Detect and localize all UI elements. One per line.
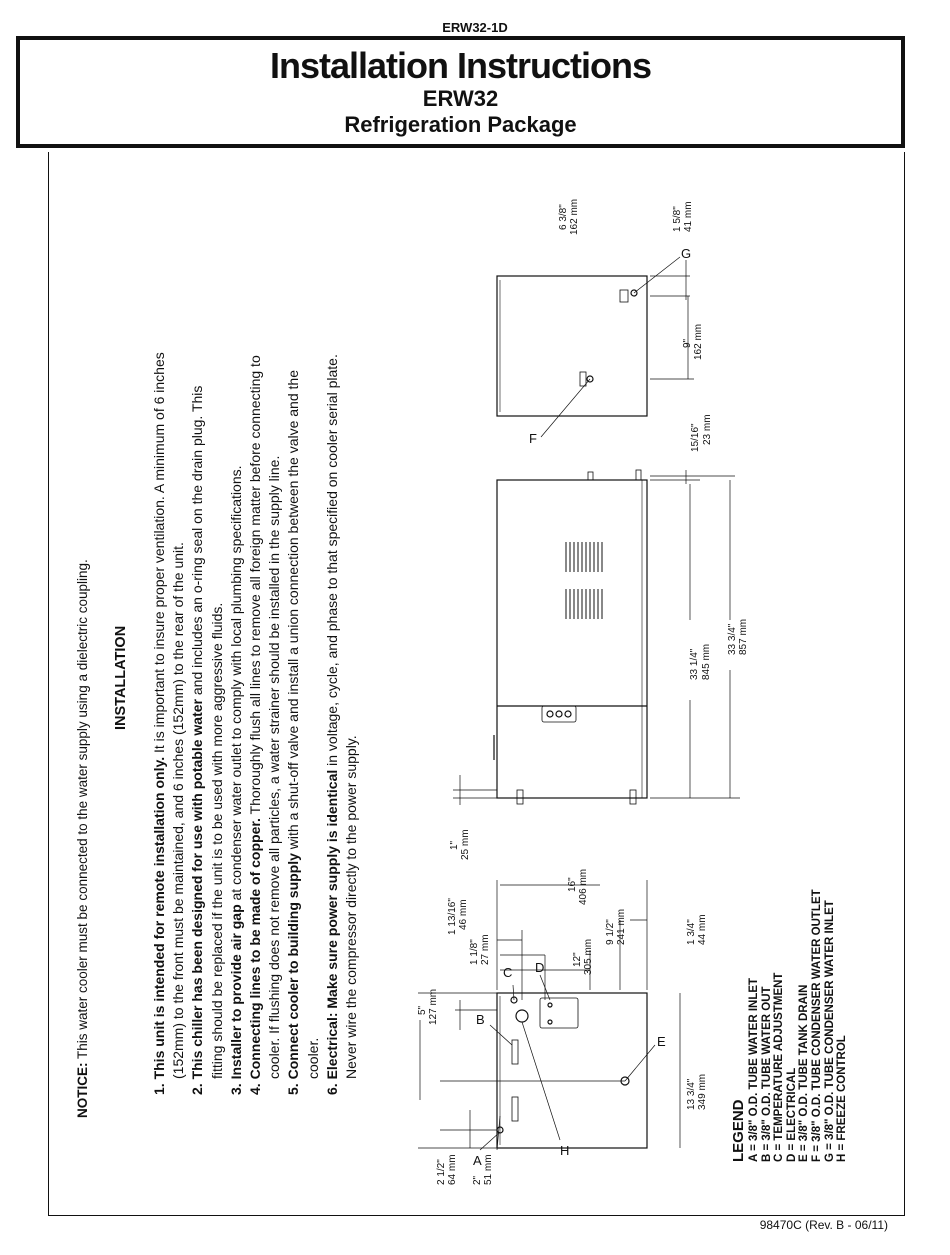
dim-5-mm: 127 mm (428, 989, 439, 1025)
callout-e: E (657, 1034, 666, 1049)
dim-33-3-4-mm: 857 mm (738, 619, 749, 655)
dim-1-13-16-mm: 46 mm (458, 899, 469, 930)
dim-2-1-2: 2 1/2" (436, 1159, 447, 1185)
page-title: Installation Instructions (269, 45, 652, 86)
dim-9-1-2-mm: 241 mm (616, 909, 627, 945)
dim-1-mm: 25 mm (460, 829, 471, 860)
dimension-lines (418, 260, 740, 1151)
page-subtitle: Refrigeration Package (344, 112, 577, 137)
callout-c: C (503, 965, 512, 980)
callout-b: B (476, 1012, 485, 1027)
dim-1-5-8: 1 5/8" (672, 206, 683, 232)
model-name: ERW32 (422, 86, 499, 111)
dim-1-5-8-mm: 41 mm (683, 201, 694, 232)
dim-33-1-4: 33 1/4" (689, 648, 700, 680)
dim-1-1-8: 1 1/8" (469, 939, 480, 965)
title-block: Installation Instructions ERW32 Refriger… (16, 36, 905, 148)
content-frame (48, 152, 905, 1216)
dim-2-1-2-mm: 64 mm (447, 1154, 458, 1185)
part-number: 98470C (Rev. B - 06/11) (759, 1218, 888, 1232)
front-view (496, 992, 648, 1149)
dim-9: 9" (682, 338, 693, 348)
dim-2-mm: 51 mm (483, 1154, 494, 1185)
dim-1: 1" (449, 840, 460, 850)
document-code: ERW32-1D (442, 20, 508, 35)
dim-5: 5" (417, 1005, 428, 1015)
dim-12: 12" (572, 952, 583, 967)
dim-1-1-8-mm: 27 mm (480, 934, 491, 965)
dim-13-3-4-mm: 349 mm (697, 1074, 708, 1110)
dim-6-3-8-mm: 162 mm (569, 199, 580, 235)
callout-f: F (529, 431, 537, 446)
callout-g: G (681, 246, 691, 261)
dim-13-3-4: 13 3/4" (686, 1078, 697, 1110)
top-view (493, 469, 648, 805)
dim-16-mm: 406 mm (578, 869, 589, 905)
dim-33-1-4-mm: 845 mm (701, 644, 712, 680)
dim-16: 16" (567, 877, 578, 892)
dim-33-3-4: 33 3/4" (727, 623, 738, 655)
louver-grille (565, 542, 603, 619)
dim-1-3-4-mm: 44 mm (697, 914, 708, 945)
dim-1-13-16: 1 13/16" (447, 898, 458, 935)
dim-2: 2" (472, 1175, 483, 1185)
dim-9-mm: 162 mm (693, 324, 704, 360)
callout-a: A (473, 1153, 482, 1168)
dim-9-1-2: 9 1/2" (605, 919, 616, 945)
side-view (496, 275, 648, 417)
callout-d: D (535, 960, 544, 975)
dim-15-16: 15/16" (690, 423, 701, 452)
dim-1-3-4: 1 3/4" (686, 919, 697, 945)
dim-12-mm: 305 mm (583, 939, 594, 975)
dim-15-16-mm: 23 mm (702, 414, 713, 445)
dim-6-3-8: 6 3/8" (558, 204, 569, 230)
callout-h: H (560, 1143, 569, 1158)
